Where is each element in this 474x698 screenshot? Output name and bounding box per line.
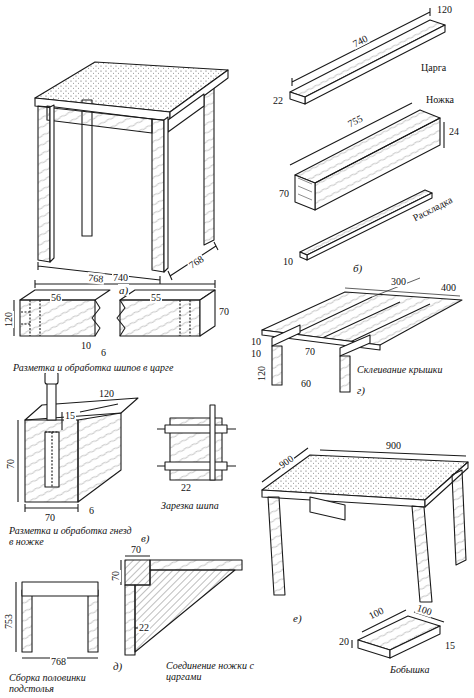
dimension-label: 60 [300,378,312,389]
dimension-label: 768 [186,253,206,271]
dimension-label: 120 [436,4,453,15]
dimension-label: 753 [3,613,14,630]
dimension-label: 56 [50,292,62,303]
dimension-label: 300 [390,276,407,287]
dimension-label: 6 [100,347,107,358]
caption: Соединение ножки с царгами [165,660,267,682]
part-name: Царга [420,62,447,73]
caption: Сборка половинки подстолья [8,672,110,694]
dimension-label: 15 [64,410,76,421]
dimension-label: 10 [250,336,262,347]
dimension-label: 740 [112,272,129,283]
dimension-label: 100 [415,602,435,618]
dimension-label: 900 [385,440,402,451]
dimension-label: 120 [3,311,14,328]
part-name: Ножка [425,94,455,105]
dimension-label: 55 [150,292,162,303]
dimension-label: 400 [440,282,457,293]
dimension-label: 22 [180,482,192,493]
dimension-label: 10 [282,256,294,267]
caption: Зарезка шипа [160,500,242,511]
caption: Разметка и обработка шипов в царге [12,362,234,373]
dimension-label: 70 [304,346,316,357]
dimension-label: 900 [276,452,296,471]
dimension-label: 15 [444,640,456,651]
dimension-label: 6 [88,505,95,516]
dimension-label: 10 [80,340,92,351]
caption: Бобышка [389,664,471,675]
panel-letter: а) [118,284,129,296]
dimension-label: 22 [272,95,284,106]
dimension-label: 70 [110,570,121,582]
dimension-label: 120 [98,388,115,399]
panel-letter: б) [352,262,363,274]
dimension-label: 755 [345,112,365,130]
dimension-label: 120 [256,365,267,382]
panel-letter: в) [140,532,150,544]
dimension-label: 10 [250,348,262,359]
caption: Склеивание крышки [356,364,468,375]
dimension-label: 70 [44,512,56,523]
dimension-label: 70 [130,544,142,555]
dimension-label: 768 [50,656,67,667]
dimension-label: 20 [338,636,350,647]
dimension-label: 70 [278,188,290,199]
dimension-label: 22 [138,622,150,633]
panel-letter: г) [356,384,366,396]
dimension-label: 740 [350,32,370,50]
panel-letter: д) [112,660,123,672]
dimension-label: 768 [87,272,105,285]
dimension-label: 70 [5,458,16,470]
panel-letter: е) [292,612,303,624]
caption: Разметка и обработка гнезд в ножке [8,525,135,547]
part-name: Раскладка [410,194,455,224]
dimension-label: 100 [366,604,386,622]
dimension-label: 24 [448,126,460,137]
dimension-label: 70 [218,306,230,317]
